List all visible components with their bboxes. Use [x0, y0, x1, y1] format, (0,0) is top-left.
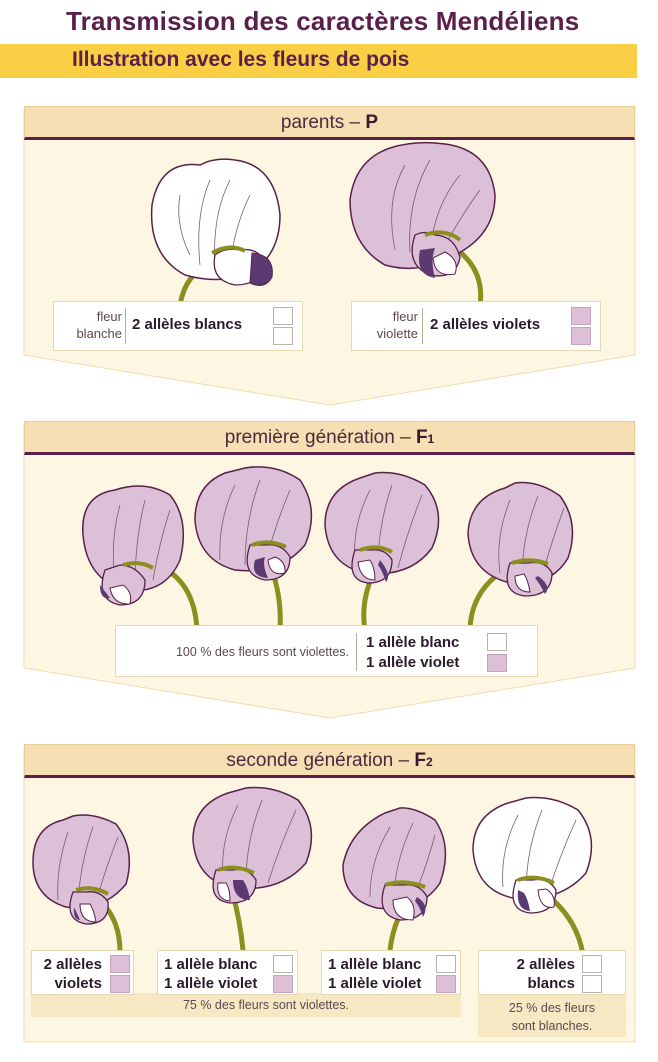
f2-label-box-3: 1 allèle blanc 1 allèle violet: [321, 950, 461, 995]
divider: [422, 308, 423, 344]
subtitle-banner: [0, 44, 637, 78]
f2-heading-text: seconde génération –: [226, 750, 415, 771]
parents-header: parents – P: [24, 106, 635, 140]
violet-parent-type: fleur violette: [356, 308, 418, 342]
parents-heading-symbol: P: [365, 112, 379, 133]
f1-heading-symbol: F: [415, 427, 428, 448]
allele-square-violet: [487, 654, 507, 672]
f2-violet-band: [31, 993, 461, 1017]
violet-parent-label-box: fleur violette 2 allèles violets: [351, 301, 601, 351]
f1-heading-subscript: 1: [427, 432, 435, 446]
white-parent-label-box: fleur blanche 2 allèles blancs: [53, 301, 303, 351]
f2-white-flower: [472, 796, 593, 956]
allele-square-white: [487, 633, 507, 651]
f2-heading-subscript: 2: [425, 755, 433, 769]
f2-label-box-2: 1 allèle blanc 1 allèle violet: [157, 950, 298, 995]
f1-header: première génération – F1: [24, 421, 635, 455]
allele-square-violet: [436, 975, 456, 993]
f2-violet-flower-2: [192, 786, 313, 951]
f2-header: seconde génération – F2: [24, 744, 635, 778]
f2-note-white-line1: 25 % des fleurs: [508, 1001, 596, 1015]
f2-c2-line1: 1 allèle blanc: [164, 956, 258, 973]
f2-note-white: 25 % des fleurs sont blanches.: [478, 999, 626, 1035]
divider: [125, 308, 126, 344]
allele-square-white: [273, 327, 293, 345]
f1-note: 100 % des fleurs sont violettes.: [175, 645, 349, 659]
f2-c3-line1: 1 allèle blanc: [328, 956, 422, 973]
f2-c4-line2: blancs: [527, 975, 575, 992]
f2-heading-symbol: F: [414, 750, 426, 771]
f2-c3-line2: 1 allèle violet: [328, 975, 422, 992]
white-parent-type-line2: blanche: [76, 326, 122, 341]
allele-square-violet: [571, 327, 591, 345]
allele-square-violet: [571, 307, 591, 325]
violet-parent-type-line2: violette: [376, 326, 418, 341]
parents-heading-text: parents –: [280, 112, 366, 133]
allele-square-white: [582, 955, 602, 973]
allele-square-violet: [110, 955, 130, 973]
f1-violet-flower: [467, 481, 574, 629]
allele-square-white: [436, 955, 456, 973]
white-parent-flower: [150, 158, 281, 306]
allele-square-violet: [273, 975, 293, 993]
f2-note-white-line2: sont blanches.: [511, 1019, 593, 1033]
f2-label-box-1: 2 allèles violets: [31, 950, 134, 995]
white-parent-alleles: 2 allèles blancs: [132, 316, 243, 333]
allele-square-white: [582, 975, 602, 993]
allele-square-white: [273, 307, 293, 325]
f2-c1-line2: violets: [54, 975, 102, 992]
divider: [356, 633, 357, 671]
f2-label-box-4: 2 allèles blancs: [478, 950, 626, 995]
f1-allele-2: 1 allèle violet: [366, 654, 460, 671]
f2-c1-line1: 2 allèles: [43, 956, 102, 973]
f2-violet-flower-1: [32, 814, 131, 953]
f1-label-box: 100 % des fleurs sont violettes. 1 allèl…: [115, 625, 538, 677]
violet-parent-alleles: 2 allèles violets: [430, 316, 541, 333]
white-parent-type: fleur blanche: [58, 308, 122, 342]
allele-square-violet: [110, 975, 130, 993]
f2-violet-flower-3: [342, 807, 447, 951]
violet-parent-flower: [349, 141, 496, 306]
f1-violet-flower: [324, 471, 440, 631]
f1-heading-text: première génération –: [224, 427, 416, 448]
page-subtitle: Illustration avec les fleurs de pois: [72, 48, 410, 71]
violet-parent-type-line1: fleur: [392, 309, 418, 324]
f2-c4-line1: 2 allèles: [516, 956, 575, 973]
allele-square-white: [273, 955, 293, 973]
f1-violet-flower: [82, 485, 200, 631]
f1-violet-flower: [194, 466, 313, 631]
f2-white-band: [478, 993, 626, 1037]
white-parent-type-line1: fleur: [96, 309, 122, 324]
f1-allele-1: 1 allèle blanc: [366, 634, 460, 651]
f2-c2-line2: 1 allèle violet: [164, 975, 258, 992]
f2-note-violet: 75 % des fleurs sont violettes.: [182, 998, 350, 1012]
page-title: Transmission des caractères Mendéliens: [66, 6, 580, 36]
